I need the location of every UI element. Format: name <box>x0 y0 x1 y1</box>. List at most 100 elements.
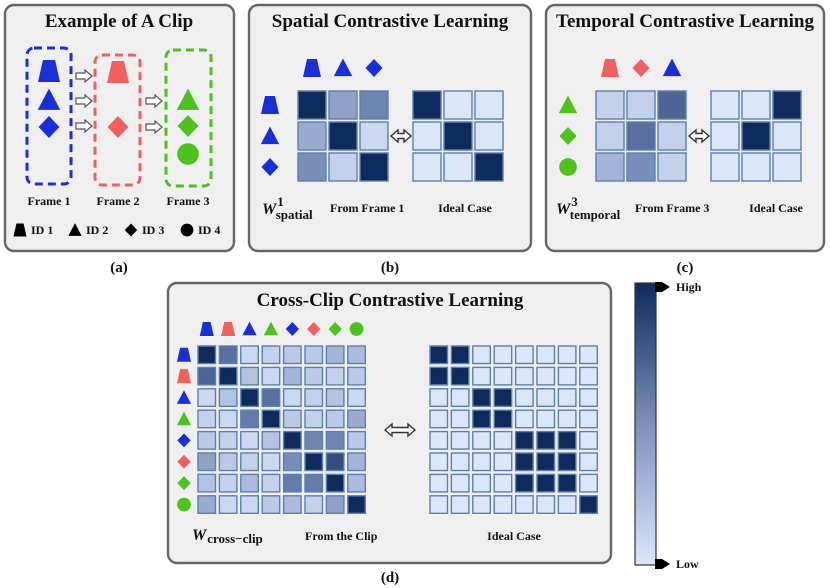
panel-d-matrix-cell <box>304 388 324 407</box>
panel-d-matrix-cell <box>325 388 345 407</box>
panel-d-matrix-cell <box>304 495 324 514</box>
panel_c-matrix-cell <box>657 90 687 120</box>
panel-d-matrix-cell <box>282 473 302 493</box>
panel_c-ideal-cell <box>741 90 771 120</box>
panel-d-matrix-cell <box>261 345 281 365</box>
panel-d-ideal-cell <box>493 388 513 407</box>
panel-d-row-diamond-icon <box>177 476 191 491</box>
arrow-right-icon <box>145 119 163 135</box>
panel_b-col-trapezoid-icon <box>303 59 321 77</box>
panel_b-col-triangle-icon <box>333 58 353 77</box>
panel-d-ideal-cell <box>514 345 534 365</box>
legend-triangle-icon <box>68 223 82 236</box>
panel_b-row-diamond-icon <box>261 158 279 176</box>
panel-d-col-diamond-icon <box>285 322 299 336</box>
frame-1-trapezoid-icon <box>38 60 60 82</box>
panel-d-ideal-cell <box>429 409 449 429</box>
arrow-right-icon <box>75 68 93 84</box>
panel-d-matrix-cell <box>325 366 345 386</box>
panel-d-matrix-cell <box>325 409 345 429</box>
panel-d-row-circle-icon <box>177 497 191 512</box>
panel-d-ideal-cell <box>557 473 577 493</box>
panel_c-double-arrow-icon <box>687 128 711 144</box>
panel-d-matrix-cell <box>218 366 238 386</box>
panel_b-ideal-cell <box>412 90 442 120</box>
panel-c-content <box>558 58 802 182</box>
panel-d-ideal-cell <box>557 430 577 450</box>
panel-d-ideal-cell <box>429 473 449 493</box>
panel-d-matrix-cell <box>218 430 238 450</box>
panel-d-ideal-cell <box>514 452 534 472</box>
panel-d-ideal-cell <box>579 430 598 450</box>
panel-d-ideal-cell <box>514 430 534 450</box>
panel-d-matrix-cell <box>325 345 345 365</box>
panel-d-matrix-cell <box>218 452 238 472</box>
panel-d-matrix-cell <box>197 473 217 493</box>
panel_c-matrix-cell <box>626 152 656 182</box>
panel_c-ideal-cell <box>710 152 740 182</box>
panel-d-row-triangle-icon <box>176 390 192 404</box>
panel-d-matrix-cell <box>240 473 260 493</box>
panel-b-from-label: From Frame 1 <box>330 201 404 215</box>
panel-d-ideal-cell <box>536 452 556 472</box>
panel-d-matrix-cell <box>347 345 366 365</box>
panel_b-matrix-cell <box>359 121 389 151</box>
frame-3-box <box>164 48 213 188</box>
panel-d-ideal-cell <box>579 409 598 429</box>
panel-d-ideal-cell <box>493 430 513 450</box>
frame-2-box <box>93 53 142 187</box>
panel_b-matrix-cell <box>328 121 358 151</box>
panel-d-ideal-cell <box>450 473 470 493</box>
panel_b-row-triangle-icon <box>260 126 280 145</box>
panel-d-ideal-cell <box>557 388 577 407</box>
frame-3-circle-icon <box>177 143 199 165</box>
panel-d-matrix-cell <box>304 409 324 429</box>
panel_c-col-diamond-icon <box>632 59 650 77</box>
panel-d-matrix-cell <box>304 345 324 365</box>
panel-d-ideal-cell <box>472 345 491 365</box>
panel-d-matrix-cell <box>197 409 217 429</box>
caption-a: (a) <box>110 260 128 276</box>
panel-d-content <box>176 321 598 514</box>
panel-d-matrix-cell <box>261 473 281 493</box>
panel-d-ideal-label: Ideal Case <box>487 529 541 543</box>
panel-d-w-label: Wcross−clip <box>192 527 263 546</box>
panel-d-matrix-cell <box>218 345 238 365</box>
panel-d-ideal-cell <box>557 366 577 386</box>
panel-d: Cross-Clip Contrastive Learning Wcross−c… <box>166 281 613 565</box>
panel-d-from-label: From the Clip <box>305 529 378 543</box>
legend-diamond-icon <box>124 223 138 237</box>
panel_b-matrix-cell <box>359 152 389 182</box>
panel-d-matrix-cell <box>240 452 260 472</box>
panel-d-matrix-cell <box>261 430 281 450</box>
panel-d-ideal-cell <box>536 473 556 493</box>
panel-d-matrix-cell <box>325 473 345 493</box>
frame-2-label: Frame 2 <box>97 194 140 208</box>
panel_c-ideal-cell <box>772 90 802 120</box>
panel-b-title: Spatial Contrastive Learning <box>272 11 509 32</box>
colorbar: High Low <box>634 280 702 571</box>
panel_b-ideal-cell <box>412 121 442 151</box>
panel-d-matrix-cell <box>347 452 366 472</box>
panel-d-matrix-cell <box>240 495 260 514</box>
panel_c-matrix-cell <box>595 90 625 120</box>
panel-d-col-diamond-icon <box>328 322 342 336</box>
frame-1-label: Frame 1 <box>28 194 71 208</box>
panel-d-matrix-cell <box>282 495 302 514</box>
panel-d-ideal-cell <box>450 409 470 429</box>
frame-1-box <box>25 46 73 186</box>
panel-d-matrix-cell <box>304 452 324 472</box>
colorbar-low-pointer-icon <box>655 559 670 569</box>
panel-a: Example of A Clip Frame 1 Frame 2 Frame … <box>3 3 236 253</box>
panel-d-matrix-cell <box>197 495 217 514</box>
panel-d-row-diamond-icon <box>177 454 191 469</box>
panel-d-ideal-cell <box>557 409 577 429</box>
panel-d-ideal-cell <box>514 409 534 429</box>
panel-d-ideal-cell <box>514 495 534 514</box>
panel_c-row-triangle-icon <box>558 95 578 114</box>
panel_c-ideal-cell <box>741 121 771 151</box>
panel_b-ideal-cell <box>443 121 473 151</box>
